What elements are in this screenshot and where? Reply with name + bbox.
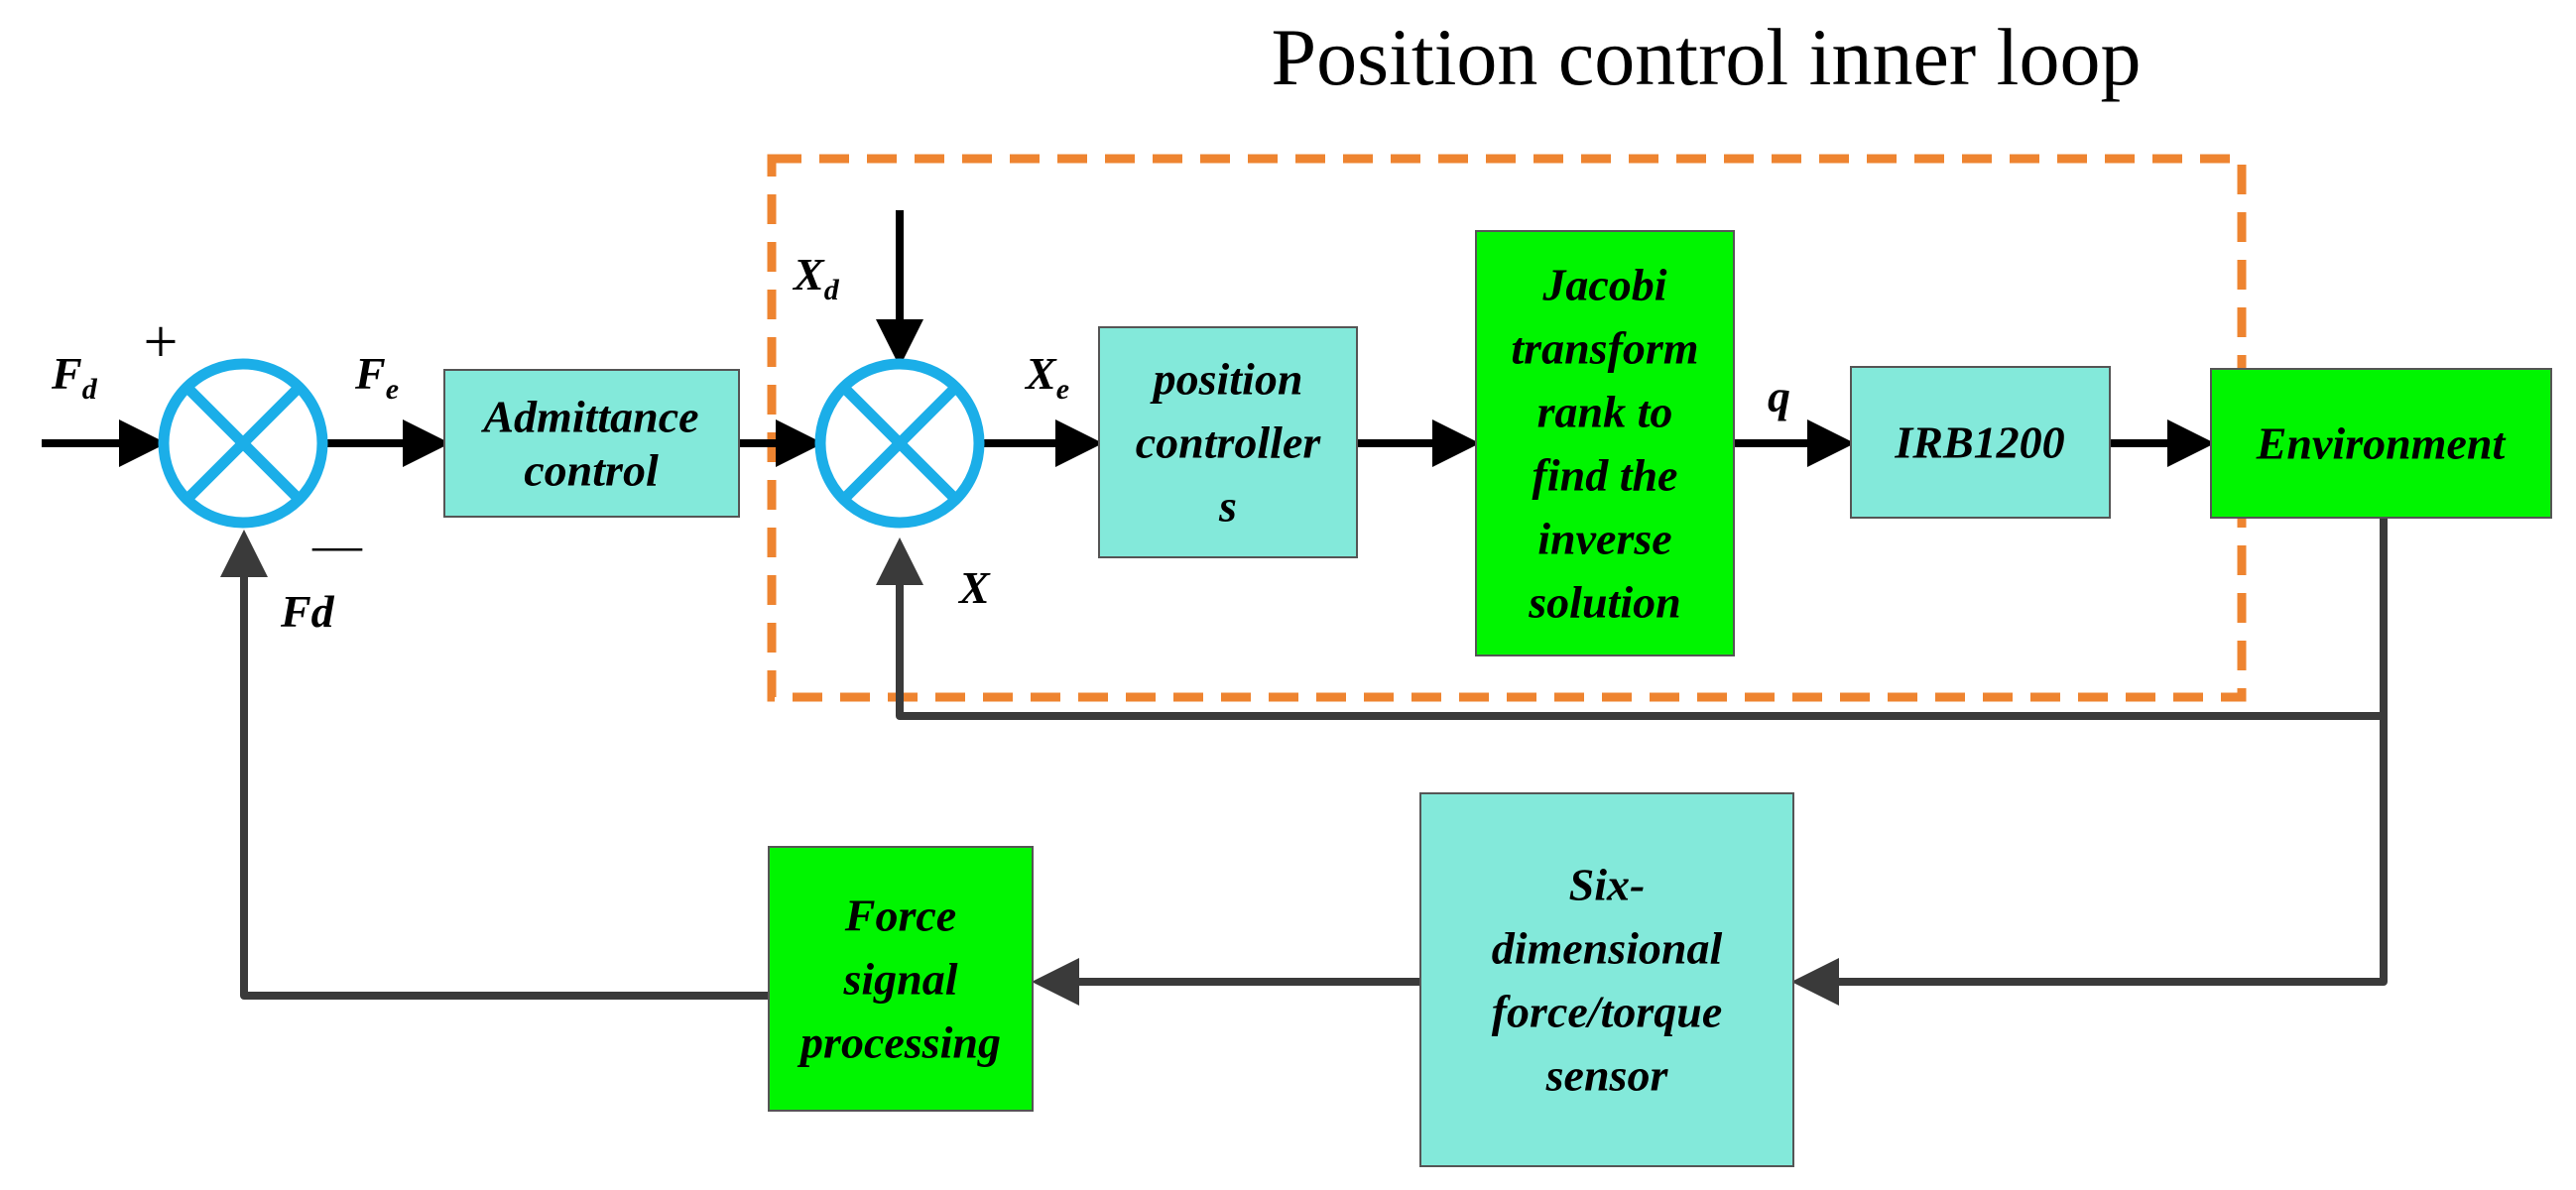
sensor-label-line: Six- xyxy=(1569,860,1646,910)
force-torque-sensor-label: Six-dimensional force/torque sensor xyxy=(1492,860,1723,1101)
x-feedback-line xyxy=(876,518,2388,720)
xe-label: Xe xyxy=(1024,348,1069,406)
signal-lines xyxy=(42,210,2388,1006)
jacobi-label-line: rank to xyxy=(1537,387,1673,437)
jacobi-transform-label: Jacobi transform rank to find the inverse sol… xyxy=(1511,260,1698,628)
jacobi-label-line: transform xyxy=(1511,323,1698,374)
force-feedback-line xyxy=(220,530,769,1000)
jacobi-label-line: solution xyxy=(1528,577,1680,628)
force-label-line: Force xyxy=(844,891,956,941)
environment-block xyxy=(2210,368,2552,519)
jacobi-label-line: Jacobi xyxy=(1541,260,1666,310)
position-label-line: position xyxy=(1150,354,1303,405)
force-signal-processing-block xyxy=(768,846,1034,1112)
summing-junction-icon xyxy=(814,358,985,529)
xd-label: Xd xyxy=(792,249,840,306)
summing-junction-icon xyxy=(158,358,328,529)
admittance-label-line: control xyxy=(524,445,659,496)
env-label-line: Environment xyxy=(2256,418,2507,469)
diagram-title: Position control inner loop xyxy=(1272,12,2142,102)
force-label-line: signal xyxy=(842,954,957,1005)
position-controller-block xyxy=(1098,326,1358,558)
jacobi-label-line: find the xyxy=(1533,450,1678,501)
admittance-control-block xyxy=(443,369,740,518)
q-label: q xyxy=(1768,371,1790,421)
force-torque-sensor-block xyxy=(1419,792,1794,1167)
fd-input-label: Fd xyxy=(51,348,98,406)
irb1200-label: IRB1200 xyxy=(1894,417,2064,468)
fd-feedback-label: Fd xyxy=(280,586,335,637)
force-signal-processing-label: Force signal processing xyxy=(797,891,1001,1068)
irb-label-line: IRB1200 xyxy=(1894,417,2064,468)
position-controller-label: position controller s xyxy=(1136,354,1322,532)
sensor-label-line: force/torque xyxy=(1492,987,1723,1037)
plus-sign: + xyxy=(144,308,179,376)
sensor-feedback-line xyxy=(1791,716,2388,1006)
x-feedback-label: X xyxy=(957,562,991,613)
sensor-label-line: dimensional xyxy=(1492,923,1723,974)
sensor-label-line: sensor xyxy=(1545,1050,1669,1101)
irb1200-block xyxy=(1850,366,2111,519)
minus-sign: — xyxy=(311,517,363,572)
admittance-label-line: Admittance xyxy=(480,392,698,442)
position-label-line: s xyxy=(1218,481,1237,532)
jacobi-label-line: inverse xyxy=(1537,514,1671,564)
jacobi-transform-block xyxy=(1475,230,1735,656)
position-label-line: controller xyxy=(1136,417,1322,468)
force-label-line: processing xyxy=(797,1017,1001,1068)
environment-label: Environment xyxy=(2256,418,2507,469)
fe-label: Fe xyxy=(354,348,399,406)
